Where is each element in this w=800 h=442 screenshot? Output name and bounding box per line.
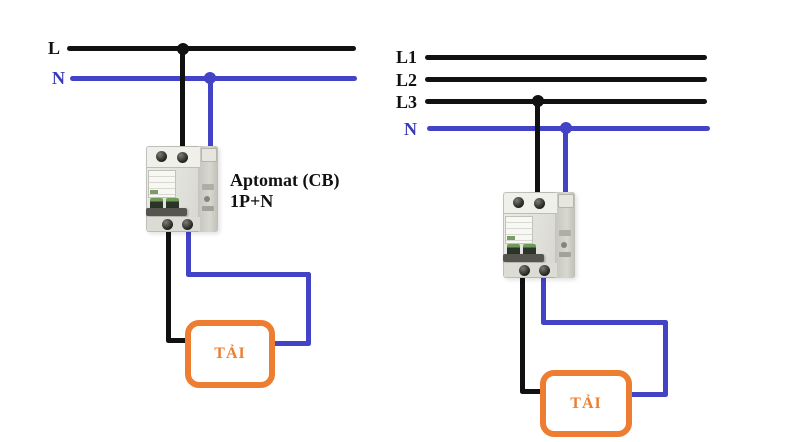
breaker-terminal-screw [513,197,524,208]
left-load-box: TẢI [185,320,275,388]
breaker-rail-notch [559,252,571,257]
breaker-lever-tie-bar [146,208,187,216]
breaker-terminal-screw [156,151,167,162]
left-load-phase-wire-vertical [166,228,171,343]
breaker-top-face [504,193,557,214]
left-phase-l-busbar [67,46,356,51]
left-neutral-label: N [52,68,65,88]
right-load-neutral-wire-seg3 [663,320,668,397]
right-phase-l1-label: L1 [396,47,418,67]
breaker-lever-tie-bar [503,254,544,262]
right-phase-junction-dot [532,95,544,107]
breaker-rail-screw [561,242,567,248]
left-phase-l-label: L [48,38,61,58]
left-neutral-drop-wire [208,76,213,150]
left-load-neutral-wire-seg4 [262,341,311,346]
right-phase-l1-busbar [425,55,707,60]
breaker-terminal-screw [182,219,193,230]
right-phase-l3-label: L3 [396,92,418,112]
breaker-top-face [147,147,200,168]
breaker-rail-screw [204,196,210,202]
breaker-terminal-screw [177,152,188,163]
right-load-label: TẢI [570,394,602,412]
right-phase-l2-busbar [425,77,707,82]
breaker-top-terminal-block [558,194,574,208]
left-neutral-junction-dot [204,72,216,84]
right-load-neutral-wire-seg1 [541,274,546,325]
right-load-phase-wire-horizontal [520,389,544,394]
breaker-caption-line1: Aptomat (CB) [230,170,340,190]
breaker-terminal-screw [519,265,530,276]
right-neutral-junction-dot [560,122,572,134]
breaker-indicator-mark [507,236,515,240]
breaker-rail-notch [202,206,214,211]
right-neutral-drop-wire [563,126,568,196]
circuit-breaker-left [146,146,218,232]
right-phase-l2-label: L2 [396,70,418,90]
breaker-terminal-screw [539,265,550,276]
right-load-box: TẢI [540,370,632,437]
breaker-indicator-mark [150,190,158,194]
breaker-terminal-screw [534,198,545,209]
circuit-breaker-right [503,192,575,278]
right-load-neutral-wire-seg2 [541,320,668,325]
breaker-caption: Aptomat (CB) 1P+N [230,170,340,212]
left-load-phase-wire-horizontal [166,338,190,343]
breaker-terminal-screw [162,219,173,230]
breaker-caption-line2: 1P+N [230,191,274,211]
left-load-neutral-wire-seg2 [186,272,311,277]
left-load-neutral-wire-seg3 [306,272,311,346]
right-phase-drop-wire [535,99,540,196]
right-load-phase-wire-vertical [520,274,525,394]
left-phase-drop-wire [180,46,185,150]
breaker-rail-notch [559,230,571,236]
left-load-neutral-wire-seg1 [186,228,191,277]
right-load-neutral-wire-seg4 [618,392,668,397]
breaker-rail-notch [202,184,214,190]
right-phase-l3-busbar [425,99,707,104]
left-phase-junction-dot [177,43,189,55]
right-neutral-label: N [404,119,417,139]
left-load-label: TẢI [214,345,246,362]
breaker-top-terminal-block [201,148,217,162]
